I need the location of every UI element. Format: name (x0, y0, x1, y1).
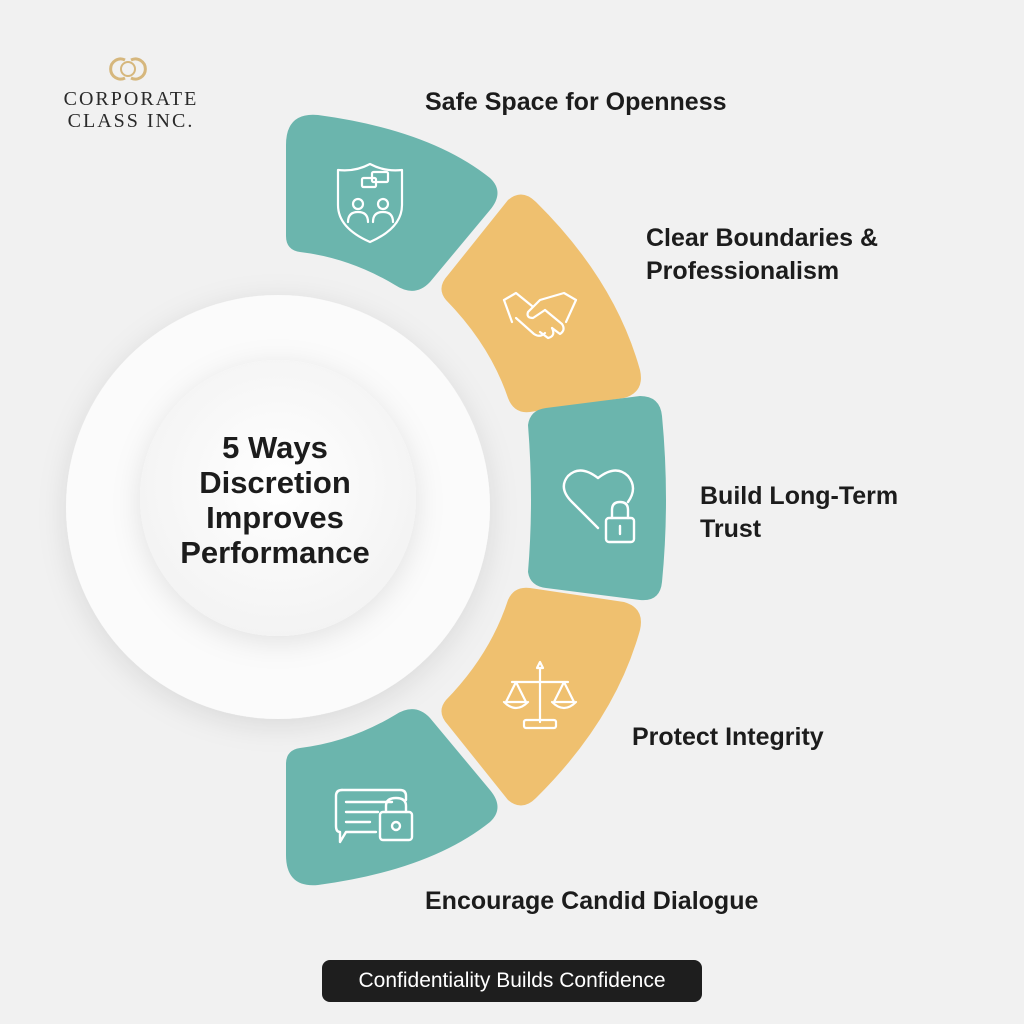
segment-4 (441, 587, 641, 806)
segment-3 (528, 396, 666, 601)
label-line: Professionalism (646, 257, 840, 285)
inner-disc (140, 360, 416, 636)
handshake-icon (502, 291, 578, 340)
title-line-1: 5 Ways (222, 430, 328, 465)
title-line-3: Improves (206, 500, 344, 535)
heart-lock-icon (562, 469, 636, 544)
label-line: Protect Integrity (632, 723, 824, 751)
diagram-title: 5 Ways Discretion Improves Performance (150, 430, 400, 570)
label-candid-dialogue: Encourage Candid Dialogue (425, 885, 758, 918)
label-protect-integrity: Protect Integrity (632, 721, 824, 754)
label-line: Safe Space for Openness (425, 88, 727, 116)
label-line: Encourage Candid Dialogue (425, 887, 759, 915)
label-long-term-trust: Build Long-Term Trust (700, 480, 898, 546)
label-line: Build Long-Term (700, 482, 899, 510)
brand-name-line2: CLASS INC. (67, 110, 195, 132)
shield-people-icon (336, 162, 404, 244)
label-line: Trust (700, 515, 762, 543)
label-safe-space: Safe Space for Openness (425, 86, 727, 119)
scales-icon (502, 660, 578, 730)
tagline-badge: Confidentiality Builds Confidence (322, 960, 702, 1002)
label-line: Clear Boundaries & (646, 224, 879, 252)
logo-mark-icon (109, 57, 147, 81)
brand-logo: CORPORATE CLASS INC. (56, 50, 206, 132)
title-line-2: Discretion (199, 465, 351, 500)
label-clear-boundaries: Clear Boundaries & Professionalism (646, 222, 878, 288)
chat-lock-icon (334, 788, 414, 844)
title-line-4: Performance (180, 535, 370, 570)
segment-2 (441, 194, 641, 413)
segment-1 (286, 114, 498, 291)
brand-name-line1: CORPORATE (63, 88, 199, 110)
